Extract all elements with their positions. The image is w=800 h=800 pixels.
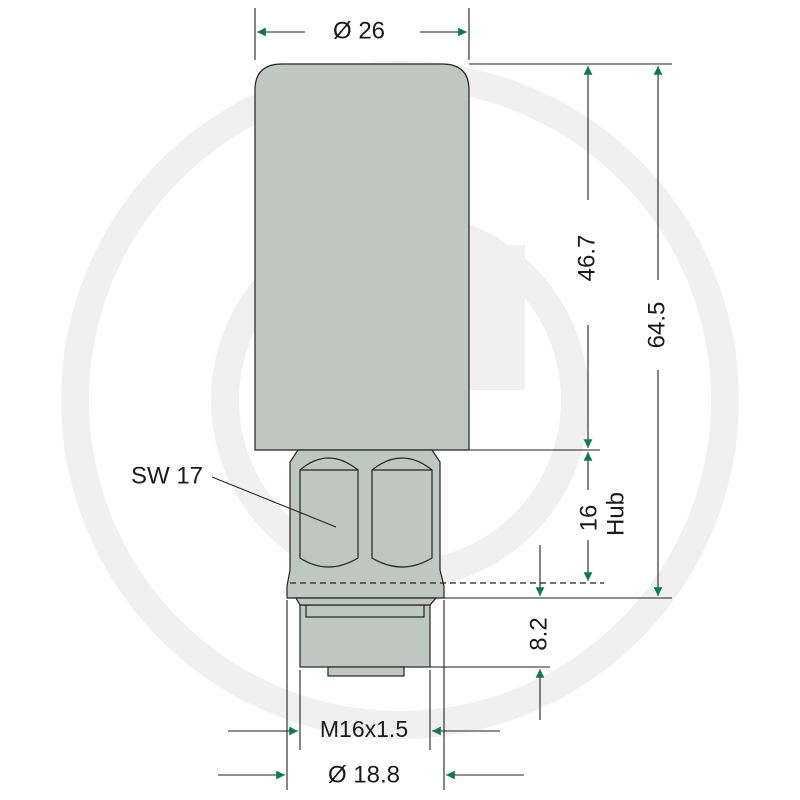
dim-body-height: 46.7 [573,66,600,448]
total-height-label: 64.5 [643,302,670,349]
stroke-hub-label: Hub [602,492,629,536]
extension-lines [254,8,672,790]
dim-bottom-diameter: Ø 18.8 [218,761,524,788]
bottom-diameter-label: Ø 18.8 [328,761,400,788]
thread-neck [294,597,438,606]
thread-label: M16x1.5 [320,716,408,742]
dim-thread: M16x1.5 [228,716,500,742]
cylinder-body [254,63,470,451]
stroke-value-label: 16 [575,505,602,532]
hex-nut [286,449,445,599]
hex-flats [299,457,433,568]
thread-top-band [305,604,425,618]
wrench-size-label: SW 17 [131,462,203,489]
wrench-size-callout: SW 17 [131,462,337,528]
top-diameter-label: Ø 26 [333,17,385,44]
dim-top-diameter: Ø 26 [257,17,467,44]
dim-thread-length: 8.2 [525,545,552,720]
thread-length-label: 8.2 [525,617,552,650]
thread-tip [327,666,405,677]
dim-stroke: 16 Hub [575,452,629,581]
dim-total-height: 64.5 [643,66,670,596]
body-height-label: 46.7 [573,235,600,282]
